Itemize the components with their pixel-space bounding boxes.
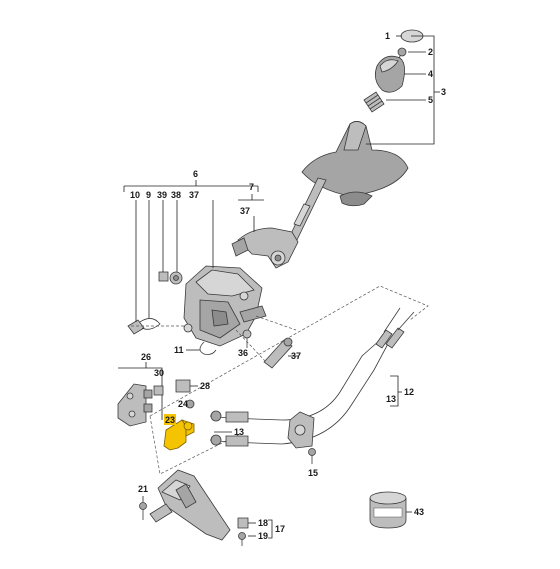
- bushing-28: 28: [175, 379, 210, 393]
- svg-text:24: 24: [178, 399, 188, 409]
- spring-sleeve: [363, 91, 385, 113]
- bushing-38: [169, 271, 183, 285]
- relay-lever-26: [117, 383, 153, 427]
- bolt-19: 19: [238, 531, 268, 546]
- svg-text:13: 13: [234, 427, 244, 437]
- callout-13-left: 13: [214, 427, 244, 437]
- dashed-frame: [149, 285, 429, 475]
- bracket-12-13: 12 13: [386, 375, 414, 407]
- bracket-17: 17: [268, 519, 285, 539]
- shift-lever: [285, 177, 327, 247]
- bracket-3: 3: [366, 35, 446, 145]
- svg-text:17: 17: [275, 524, 285, 534]
- callout-37-top: 37: [189, 190, 214, 268]
- svg-text:3: 3: [441, 87, 446, 97]
- svg-text:10: 10: [130, 190, 140, 200]
- svg-text:28: 28: [200, 381, 210, 391]
- cap-30: 30: [153, 368, 164, 396]
- clip-39: [158, 271, 169, 282]
- svg-text:38: 38: [171, 190, 181, 200]
- svg-text:6: 6: [193, 169, 198, 179]
- callout-10: 10: [130, 190, 140, 322]
- shift-cables: [209, 307, 415, 447]
- mounting-bracket-17: [149, 469, 231, 541]
- callout-38: 38: [171, 190, 181, 272]
- svg-text:23: 23: [165, 415, 175, 425]
- svg-text:11: 11: [174, 345, 184, 355]
- svg-text:37: 37: [189, 190, 199, 200]
- svg-text:19: 19: [258, 531, 268, 541]
- cable-bracket-15: [287, 411, 315, 449]
- nut-18: 18: [237, 517, 268, 529]
- svg-text:37: 37: [291, 351, 301, 361]
- bolt-15: 15: [308, 448, 318, 478]
- svg-text:15: 15: [308, 468, 318, 478]
- ball-socket-37: [263, 337, 293, 369]
- callout-4: 4: [404, 69, 433, 79]
- svg-text:37: 37: [240, 206, 250, 216]
- grease-tin-43: 43: [369, 491, 424, 529]
- highlighted-bracket-23: 23: [163, 414, 195, 451]
- svg-text:39: 39: [157, 190, 167, 200]
- bracket-7: 7: [238, 182, 264, 201]
- callout-2: 2: [408, 47, 433, 57]
- callout-37-lower: 37: [288, 351, 301, 361]
- callout-11: 11: [174, 345, 200, 355]
- svg-text:13: 13: [386, 394, 396, 404]
- callout-5: 5: [386, 95, 433, 105]
- bracket-6: 6: [123, 169, 259, 192]
- callout-9: 9: [146, 190, 151, 318]
- selector-housing: [183, 265, 267, 347]
- svg-text:2: 2: [428, 47, 433, 57]
- svg-text:43: 43: [414, 507, 424, 517]
- svg-text:21: 21: [138, 484, 148, 494]
- callout-23-highlight: [164, 414, 176, 425]
- nut-24: 24: [178, 399, 195, 409]
- knob-assembly: [301, 29, 424, 207]
- circlip-11: [199, 341, 217, 355]
- svg-text:36: 36: [238, 348, 248, 358]
- callout-36: 36: [238, 348, 248, 358]
- svg-text:26: 26: [141, 352, 151, 362]
- callout-1: 1: [385, 31, 402, 41]
- svg-text:1: 1: [385, 31, 390, 41]
- bolt-21: 21: [138, 484, 148, 520]
- svg-text:9: 9: [146, 190, 151, 200]
- callout-39: 39: [157, 190, 167, 272]
- bolt-36: [242, 329, 252, 348]
- wire-clip-9: [139, 318, 161, 330]
- lever-carrier: [231, 227, 299, 269]
- bracket-26: 26: [118, 352, 163, 420]
- cable-clip-10: [127, 319, 145, 335]
- svg-text:18: 18: [258, 518, 268, 528]
- callout-37-right: 37: [240, 206, 255, 232]
- svg-text:7: 7: [249, 182, 254, 192]
- svg-text:12: 12: [404, 387, 414, 397]
- svg-text:4: 4: [428, 69, 433, 79]
- dashed-guide-housing: [130, 315, 297, 363]
- svg-text:30: 30: [154, 368, 164, 378]
- svg-text:5: 5: [428, 95, 433, 105]
